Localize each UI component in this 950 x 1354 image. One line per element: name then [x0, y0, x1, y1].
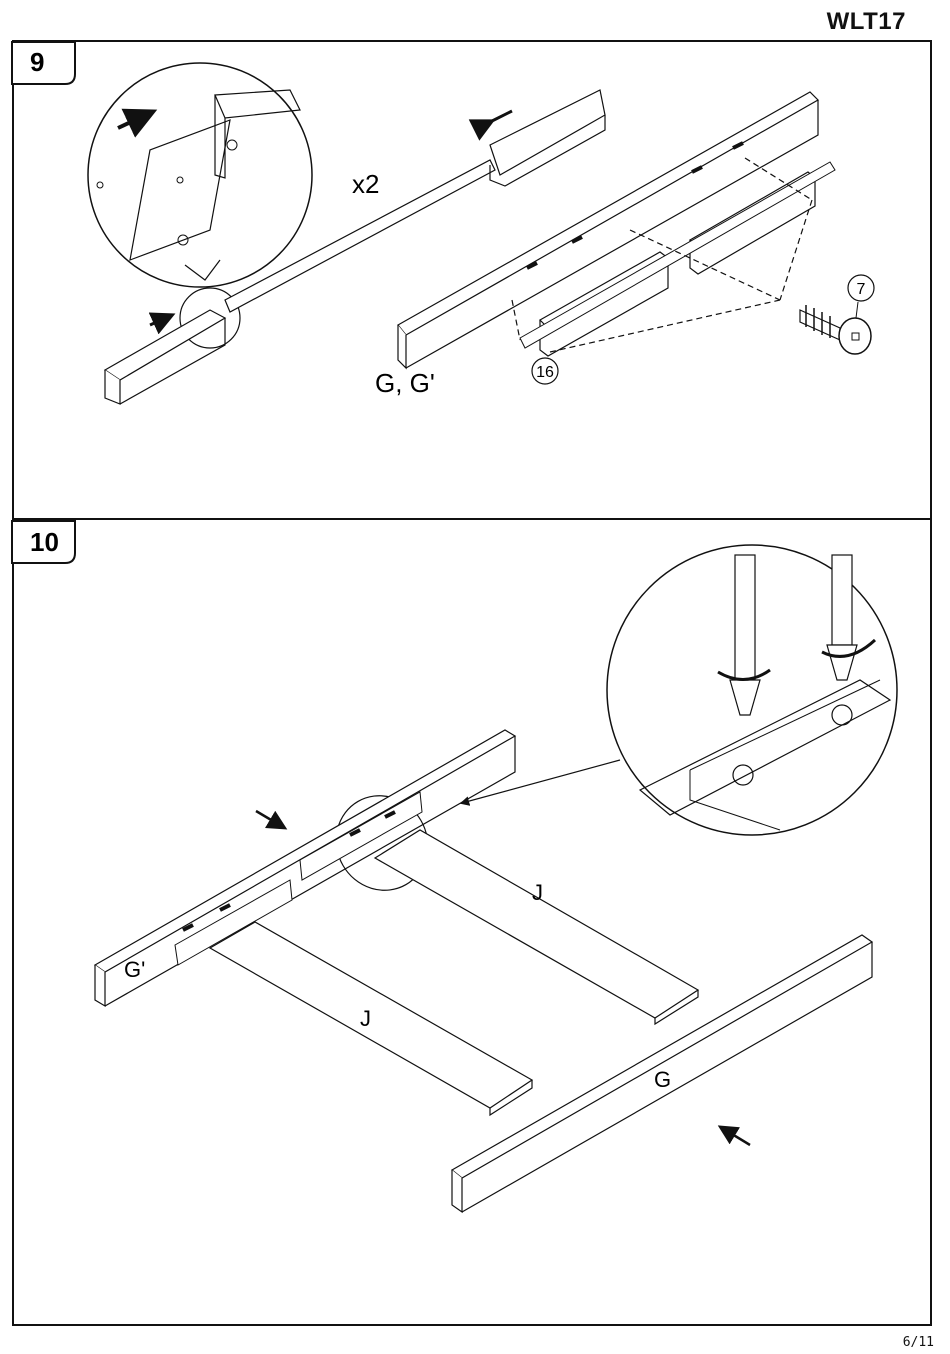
step-10-number: 10	[30, 527, 59, 557]
crossbar-j-bottom-label: J	[360, 1006, 371, 1031]
bracket-part	[520, 162, 835, 356]
panels-label: G, G'	[375, 368, 435, 398]
step-9-number: 9	[30, 47, 44, 77]
page-number: 6/11	[903, 1335, 934, 1350]
rail-g-prime-label: G'	[124, 957, 145, 982]
detail-pointer	[462, 760, 620, 803]
screw-ref-number: 7	[857, 281, 866, 298]
quantity-label: x2	[352, 169, 379, 199]
step-9-detail-zoom	[88, 63, 312, 348]
push-arrow-left	[256, 811, 283, 827]
side-panel-g	[398, 92, 818, 368]
crossbar-j-top-label: J	[532, 880, 543, 905]
rail-g-label: G	[654, 1067, 671, 1092]
push-arrow-right	[722, 1128, 750, 1145]
crossbar-j-bottom	[210, 922, 532, 1115]
step-10-detail-zoom	[607, 545, 897, 835]
step-10: 10	[12, 521, 897, 1212]
step-9: 9 x2	[12, 42, 874, 404]
crossbar-j-top	[375, 830, 698, 1024]
screw-part	[800, 302, 871, 354]
bracket-ref-number: 16	[536, 364, 554, 381]
